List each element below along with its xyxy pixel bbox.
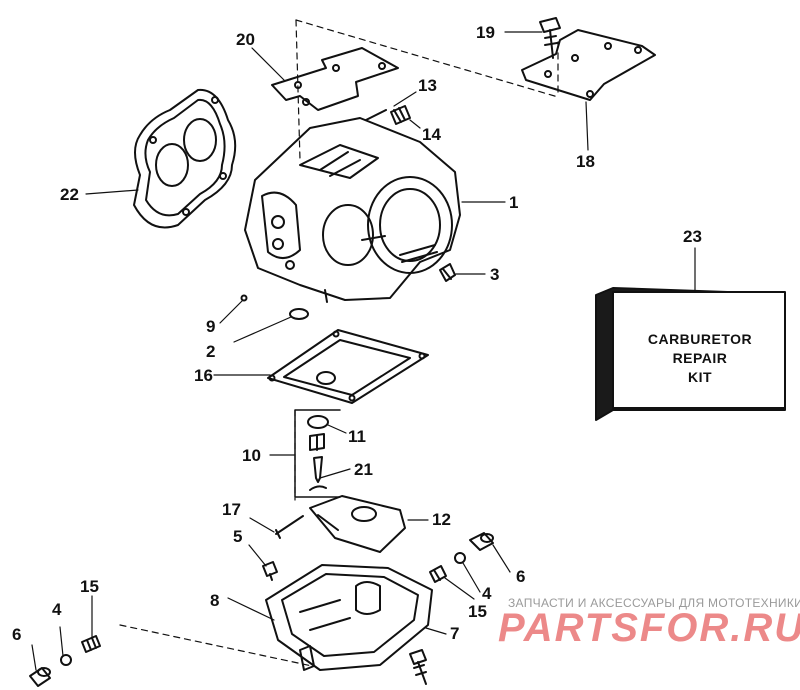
screw-part-5 <box>262 561 278 581</box>
cover-plate-part-18 <box>521 29 656 101</box>
callout-11: 11 <box>348 427 366 446</box>
leader-lines <box>31 31 696 671</box>
washer-part-4-left <box>60 654 72 666</box>
callout-14: 14 <box>422 125 441 144</box>
ball-part-9 <box>240 294 248 302</box>
carburetor-body-part-1 <box>244 117 461 303</box>
callout-16: 16 <box>194 366 213 385</box>
callout-23: 23 <box>683 227 702 246</box>
callout-13: 13 <box>418 76 437 95</box>
spring-part-3 <box>439 263 456 282</box>
callout-15-left: 15 <box>80 577 99 596</box>
callout-17: 17 <box>222 500 241 519</box>
callout-1: 1 <box>509 193 519 212</box>
plug-part-15-right <box>429 565 447 583</box>
callout-15-right: 15 <box>468 602 487 621</box>
callout-3: 3 <box>490 265 500 284</box>
gasket-part-22 <box>133 88 237 229</box>
callout-6-left: 6 <box>12 625 22 644</box>
repair-kit-label: CARBURETOR REPAIR KIT <box>620 330 780 387</box>
assembly-guide-lines <box>119 19 559 667</box>
plug-part-15-left <box>81 635 101 653</box>
callout-2: 2 <box>206 342 216 361</box>
washer-part-4-right <box>454 552 466 564</box>
callout-4-left: 4 <box>52 600 62 619</box>
callout-10: 10 <box>242 446 261 465</box>
callout-20: 20 <box>236 30 255 49</box>
washer-part-11 <box>307 415 329 429</box>
repair-kit-box-part-23 <box>595 287 786 421</box>
disc-part-2 <box>289 308 309 320</box>
spring-part-14 <box>390 105 411 125</box>
gasket-part-16 <box>267 329 429 404</box>
callout-18: 18 <box>576 152 595 171</box>
callout-9: 9 <box>206 317 216 336</box>
callout-22: 22 <box>60 185 79 204</box>
callout-6-right: 6 <box>516 567 526 586</box>
cover-plate-part-20 <box>271 47 399 111</box>
drain-plug-part-6-left <box>29 667 51 687</box>
watermark-tagline: ЗАПЧАСТИ И АКСЕССУАРЫ ДЛЯ МОТОТЕХНИКИ <box>508 596 800 610</box>
drain-plug-part-6-right <box>469 532 494 551</box>
callout-8: 8 <box>210 591 220 610</box>
bolt-part-19 <box>539 17 561 59</box>
callout-5: 5 <box>233 527 243 546</box>
watermark-brand: PARTSFOR.RU <box>498 606 800 650</box>
needle-seat <box>309 433 325 451</box>
bolt-part-7 <box>409 649 427 685</box>
screw-part-13 <box>365 109 387 121</box>
callout-21: 21 <box>354 460 373 479</box>
repair-kit-line-3: KIT <box>687 369 713 385</box>
inlet-needle <box>313 456 323 483</box>
callout-19: 19 <box>476 23 495 42</box>
clip-part-21 <box>309 485 327 491</box>
repair-kit-line-1: CARBURETOR <box>647 331 753 347</box>
float-bowl-part-8 <box>265 564 433 671</box>
pin-part-17 <box>275 515 304 539</box>
callout-4-right: 4 <box>482 584 492 603</box>
callout-7: 7 <box>450 624 460 643</box>
repair-kit-line-2: REPAIR <box>672 350 728 366</box>
float-part-12 <box>309 495 406 553</box>
group-bracket-part-10 <box>294 409 341 498</box>
callout-12: 12 <box>432 510 451 529</box>
